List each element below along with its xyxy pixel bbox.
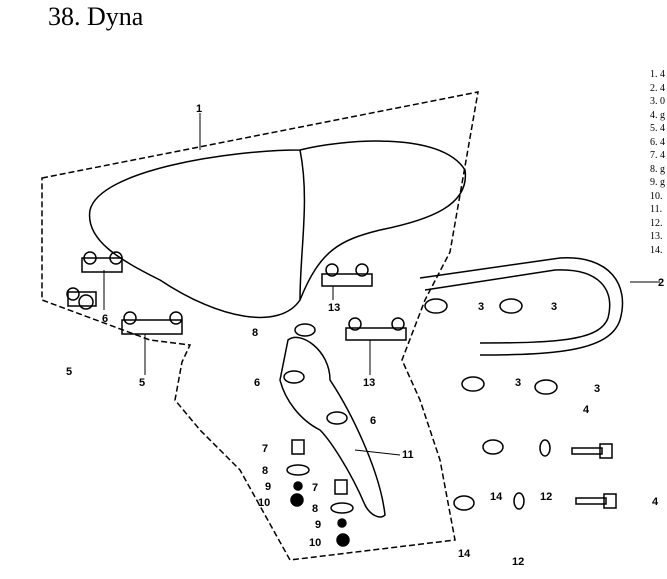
callout-5: 5 [66,366,72,378]
parts-legend: 1. 4 2. 4 3. 0 4. g 5. 4 6. 4 7. 4 8. g … [650,68,665,257]
callout-6: 6 [254,377,260,389]
callout-13: 13 [328,302,340,314]
callout-9: 9 [315,519,321,531]
leader-lines [103,113,660,456]
callout-11: 11 [402,449,414,461]
callout-3: 3 [478,301,484,313]
page-title: 38. Dyna [48,2,144,31]
callout-5: 5 [139,377,145,389]
callout-3: 3 [551,301,557,313]
callout-1: 1 [196,103,202,115]
legend-item: 8. g [650,163,665,175]
grab-rail [419,257,624,356]
bracket-hardware [283,323,354,547]
washers [424,298,558,511]
callout-4: 4 [652,496,659,508]
callout-7: 7 [262,443,268,455]
legend-item: 10. [650,190,663,202]
callout-6: 6 [370,415,376,427]
legend-item: 13. [650,231,663,242]
callout-3: 3 [594,383,600,395]
callout-14: 14 [490,491,503,503]
callout-13: 13 [363,377,375,389]
legend-item: 1. 4 [650,69,665,80]
callout-12: 12 [540,491,552,503]
legend-item: 6. 4 [650,136,665,148]
callout-9: 9 [265,481,271,493]
legend-item: 14. [650,244,663,256]
mount-brackets [66,251,407,341]
callout-7: 7 [312,482,318,494]
legend-item: 9. g [650,177,665,188]
callout-10: 10 [309,537,321,549]
grab-rail-inner [424,269,611,344]
callout-8: 8 [312,503,318,515]
callout-12: 12 [512,556,524,568]
callout-6: 6 [102,313,108,325]
legend-item: 4. g [650,109,665,121]
legend-item: 7. 4 [650,150,665,161]
callout-14: 14 [458,548,471,560]
legend-item: 5. 4 [650,123,665,134]
callout-3: 3 [515,377,521,389]
callout-10: 10 [258,497,270,509]
outline-boundary [41,91,479,561]
legend-item: 11. [650,204,663,215]
callout-4: 4 [583,404,590,416]
callout-2: 2 [658,277,664,289]
seat [88,140,467,319]
legend-item: 2. 4 [650,82,665,94]
legend-item: 3. 0 [650,96,665,107]
legend-item: 12. [650,217,663,229]
callout-8: 8 [252,327,258,339]
bolts [571,443,617,509]
seat-bracket [279,336,386,518]
callout-8: 8 [262,465,268,477]
seat-seam [299,149,306,301]
